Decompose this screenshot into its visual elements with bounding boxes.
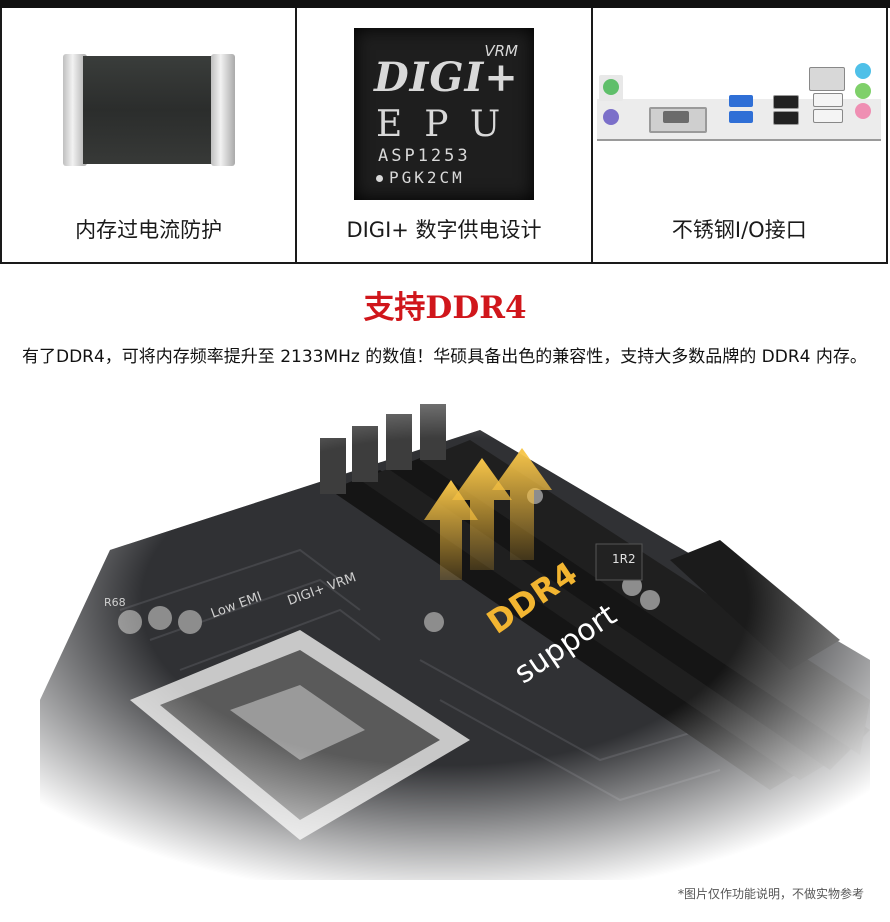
feature-label: 不锈钢I/O接口 [671,218,807,242]
chip-model-text: ASP1253 [377,146,471,166]
motherboard-svg [0,400,890,880]
resistor-image [2,8,295,206]
io-panel-icon [597,63,882,149]
chip-epu-text: EPU [375,104,523,145]
io-image [593,8,886,206]
feature-cell-digi: VRM DIGI+ EPU ASP1253 PGK2CM DIGI+ 数字供电设… [297,8,593,262]
feature-grid: 内存过电流防护 VRM DIGI+ EPU ASP1253 PGK2CM DIG… [0,8,888,264]
feature-cell-io: 不锈钢I/O接口 [593,8,886,262]
feature-label: 内存过电流防护 [75,218,223,242]
board-r68-mark: R68 [104,596,126,609]
feature-cell-overcurrent: 内存过电流防护 [2,8,298,262]
epu-chip-icon: VRM DIGI+ EPU ASP1253 PGK2CM [353,28,534,200]
top-bar [0,0,890,8]
chip-vrm-text: VRM [484,42,518,60]
chip-code-text: PGK2CM [388,168,465,187]
resistor-icon [62,54,235,166]
footnote: *图片仅作功能说明，不做实物参考 [677,887,864,901]
choke-mark: 1R2 [612,552,636,566]
feature-label: DIGI+ 数字供电设计 [346,218,542,242]
chip-code-line: PGK2CM [375,168,465,187]
section-description: 有了DDR4，可将内存频率提升至 2133MHz 的数值！华硕具备出色的兼容性，… [22,347,867,367]
chip-image: VRM DIGI+ EPU ASP1253 PGK2CM [297,8,590,206]
chip-brand-text: DIGI+ [373,54,519,101]
motherboard-illustration: DDR4 support DIGI+ VRM Low EMI R68 1R2 [0,400,890,880]
section-title: 支持DDR4 [363,290,527,326]
